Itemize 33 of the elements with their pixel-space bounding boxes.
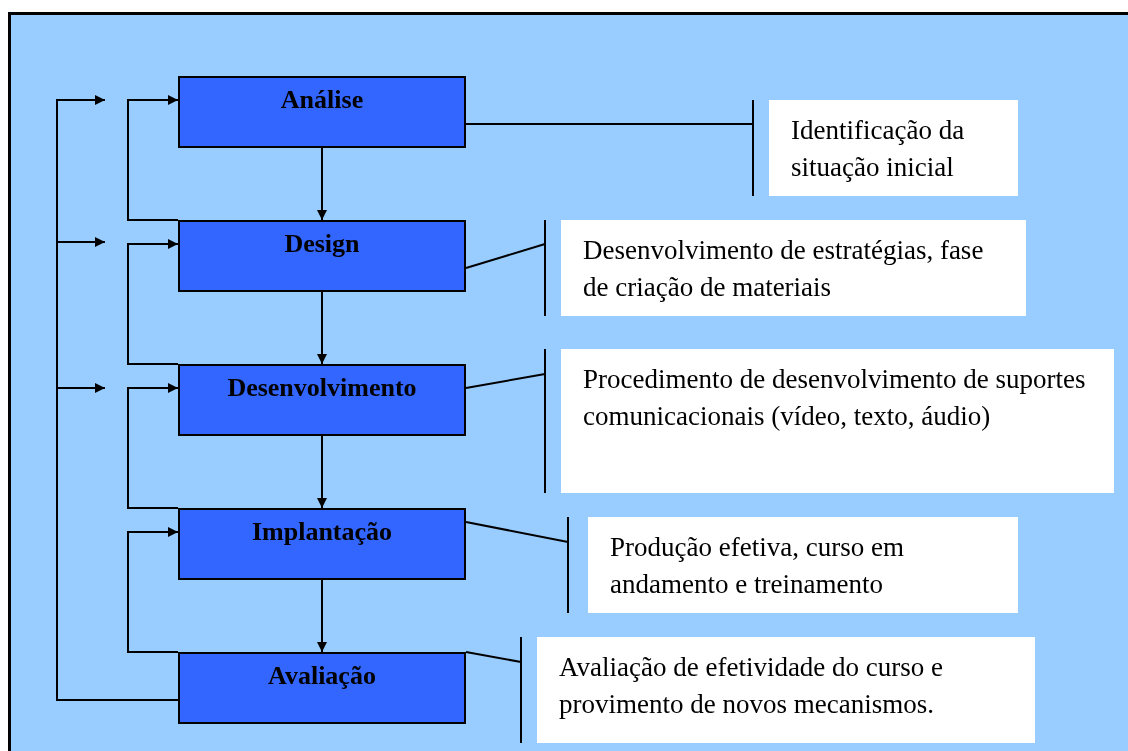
phase-box [178, 508, 466, 580]
arrow [127, 383, 179, 509]
description-box [561, 349, 1114, 493]
phase-box [178, 652, 466, 724]
phase-box [178, 76, 466, 148]
description-box [561, 220, 1026, 316]
description-box [588, 517, 1018, 613]
description-box [537, 637, 1035, 743]
phase-title: Análise [280, 84, 364, 116]
phase-title: Avaliação [268, 660, 376, 692]
arrow [317, 579, 327, 653]
description-text: Identificação da situação inicial [791, 114, 966, 184]
description-box [769, 100, 1018, 196]
description-text: Produção efetiva, curso em andamento e treinamento [610, 531, 905, 601]
bracket-connector [465, 516, 569, 614]
arrow [127, 239, 179, 365]
phase-box [178, 220, 466, 292]
phase-title: Design [284, 228, 360, 260]
description-text: Avaliação de efetividade do curso e provimento de novos mecanismos. [559, 651, 945, 721]
phase-title: Implantação [251, 516, 393, 548]
description-text: Desenvolvimento de estratégias, fase de criação de materiais [583, 234, 985, 304]
arrow [127, 95, 179, 221]
description-text: Procedimento de desenvolvimento de suportes comunicacionais (vídeo, texto, áudio) [583, 363, 1087, 433]
phase-title: Desenvolvimento [227, 372, 417, 404]
arrow [317, 435, 327, 509]
phase-box [178, 364, 466, 436]
bracket-connector [465, 219, 546, 317]
bracket-connector [465, 348, 546, 494]
arrow [317, 291, 327, 365]
bracket-connector [465, 636, 522, 744]
arrow [127, 527, 179, 653]
arrow [317, 147, 327, 221]
bracket-connector [465, 99, 754, 197]
